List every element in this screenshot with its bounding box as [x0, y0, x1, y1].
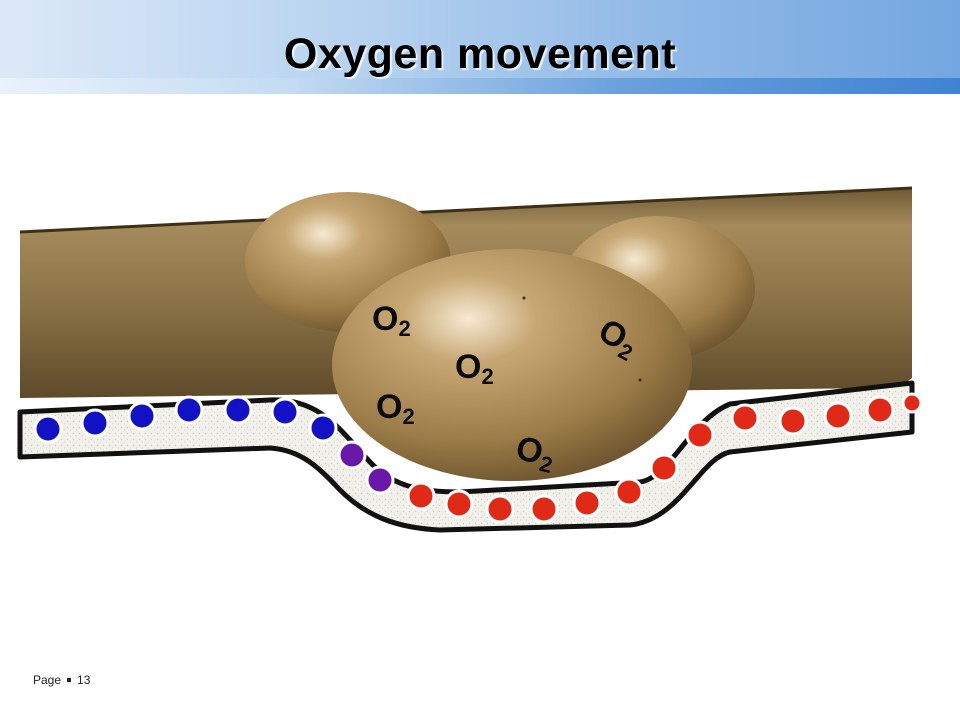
blood-cell [80, 408, 110, 438]
blood-cell [685, 420, 715, 450]
o2-subscript: 2 [398, 316, 410, 341]
o2-label-1: O2 [372, 300, 411, 341]
blood-cell [444, 489, 474, 519]
o2-subscript: 2 [537, 451, 555, 478]
purple-cells [337, 440, 395, 495]
o2-label-2: O2 [455, 348, 494, 389]
o2-subscript: 2 [481, 364, 493, 389]
blood-cell [823, 401, 853, 431]
blood-cell [649, 453, 679, 483]
o2-label-3: O2 [376, 388, 415, 429]
blood-cell [174, 395, 204, 425]
blood-cell [223, 395, 253, 425]
header-stripe [0, 78, 960, 94]
blood-cell [270, 397, 300, 427]
page-footer: Page 13 [33, 673, 90, 687]
blood-cell [572, 488, 602, 518]
blood-cell [33, 414, 63, 444]
separator-bullet [67, 677, 72, 682]
o2-subscript: 2 [402, 404, 414, 429]
blood-cell [485, 494, 515, 524]
blood-cell [406, 481, 436, 511]
airway-tube-top-edge [19, 186, 913, 234]
blood-cell [308, 413, 338, 443]
blood-cell [337, 440, 367, 470]
blood-cell [730, 403, 760, 433]
blood-cell [901, 392, 923, 414]
o2-symbol: O [372, 300, 398, 338]
o2-symbol: O [376, 388, 402, 426]
page-label: Page [33, 673, 62, 687]
blood-cell [365, 465, 395, 495]
blue-cells [33, 395, 338, 444]
blood-cell [865, 395, 895, 425]
oxygen-diagram: O2 O2 O2 O2 O2 [17, 186, 923, 533]
page-number: 13 [77, 673, 91, 687]
blood-cell [127, 401, 157, 431]
slide-title: Oxygen movement [283, 30, 677, 78]
blood-cell [529, 494, 559, 524]
blood-cell [614, 477, 644, 507]
blood-cell [778, 406, 808, 436]
alveolus-front [332, 249, 692, 481]
o2-symbol: O [455, 348, 481, 386]
red-cells [406, 392, 923, 524]
